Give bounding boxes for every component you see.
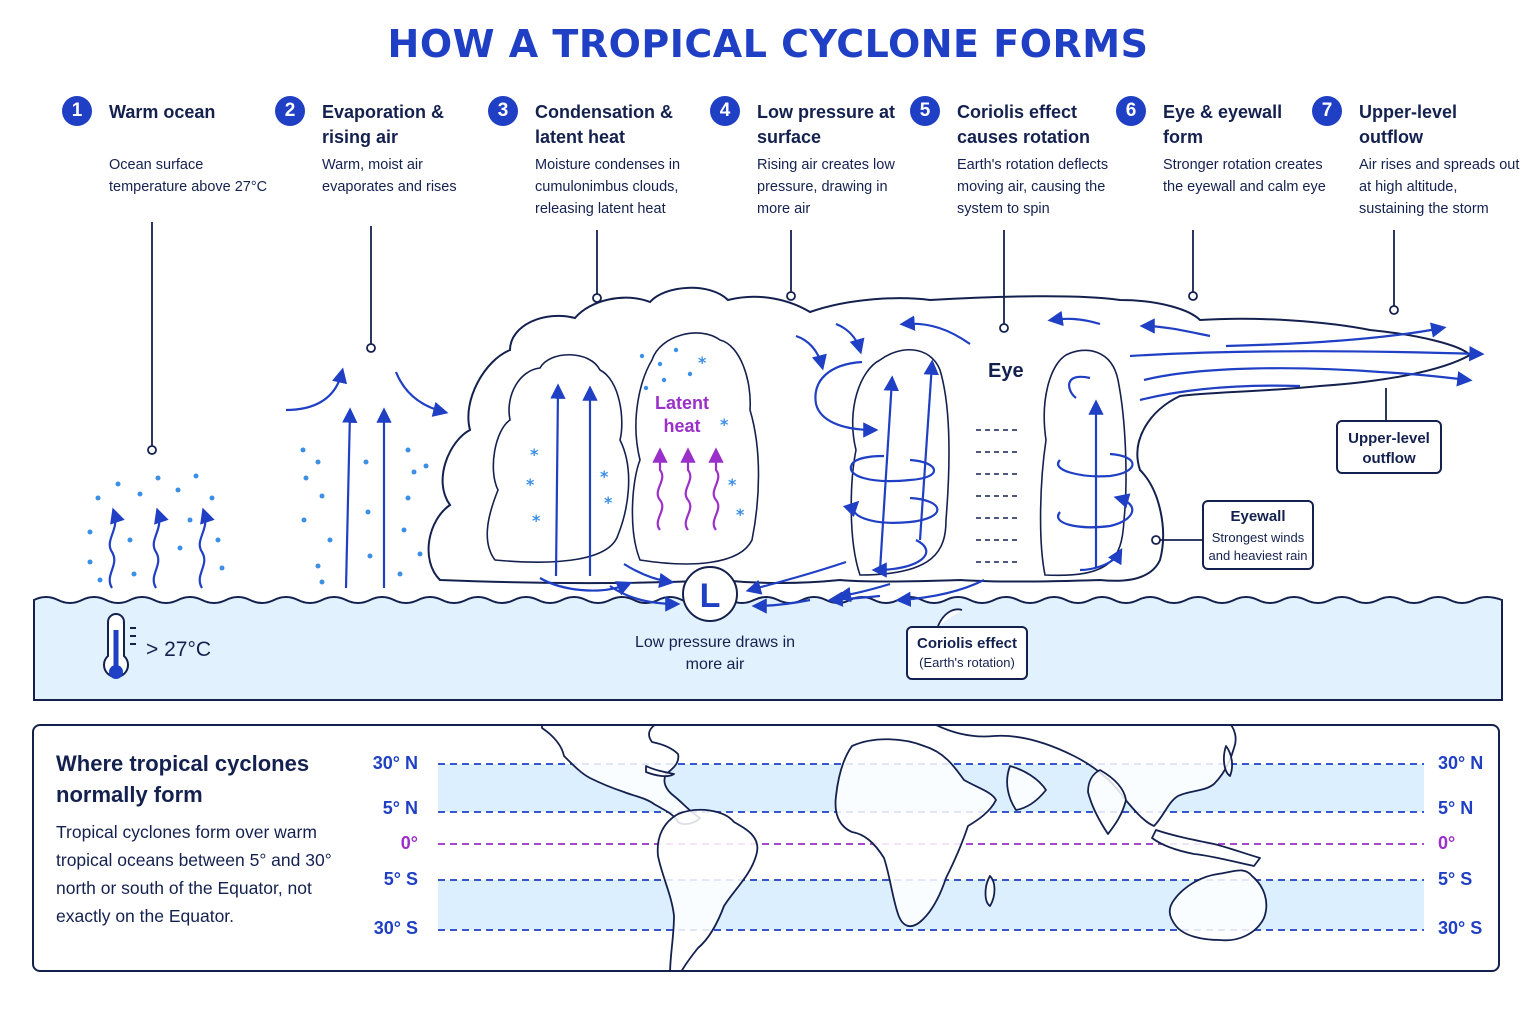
step-title: Upper-level outflow	[1359, 102, 1458, 147]
step-number-badge: 2	[275, 96, 305, 126]
step-title: Evaporation & rising air	[322, 102, 445, 147]
svg-text:*: *	[530, 445, 539, 464]
thermometer-icon	[103, 613, 136, 679]
lat-label-5n-right: 5° N	[1438, 798, 1474, 818]
callout-leaders	[937, 388, 1387, 627]
step-description: Stronger rotation creates the eyewall an…	[1163, 157, 1326, 195]
india-outline	[1087, 769, 1127, 835]
svg-text:*: *	[736, 505, 745, 524]
map-title: Where tropical cyclones normally form	[56, 751, 310, 807]
australia-outline	[1168, 869, 1268, 942]
ice-dots	[639, 347, 693, 391]
svg-text:*: *	[532, 511, 541, 530]
south-america-outline	[656, 808, 759, 970]
step-number-badge: 6	[1116, 96, 1146, 126]
rising-air-arrows	[285, 367, 449, 589]
lat-label-equator-left: 0°	[400, 833, 418, 853]
lat-label-5n-left: 5° N	[382, 798, 418, 818]
lat-label-30n-left: 30° N	[372, 753, 418, 773]
svg-text:*: *	[728, 475, 737, 494]
lat-label-30n-right: 30° N	[1438, 753, 1484, 773]
water-droplets	[87, 473, 225, 583]
coriolis-callout-text: (Earth's rotation)	[919, 655, 1015, 670]
ocean-water	[33, 596, 1503, 701]
latent-heat-label: Latent heat	[655, 393, 709, 436]
outflow-arrows	[1129, 318, 1485, 402]
lat-label-30s-right: 30° S	[1438, 918, 1483, 938]
page-title: HOW A TROPICAL CYCLONE FORMS	[387, 22, 1149, 66]
step-description: Rising air creates low pressure, drawing…	[757, 157, 895, 217]
low-pressure-caption: Low pressure draws in more air	[634, 634, 796, 673]
coriolis-callout: Coriolis effect (Earth's rotation)	[906, 626, 1028, 680]
step-title: Coriolis effect causes rotation	[957, 102, 1091, 147]
caribbean-outline	[645, 765, 675, 778]
evaporation-arrows	[108, 507, 215, 589]
cloud-tower-left	[486, 353, 630, 563]
snowflakes: * * * * * * * * *	[526, 353, 745, 530]
lat-label-equator-right: 0°	[1438, 833, 1456, 853]
step-number-badge: 1	[62, 96, 92, 126]
step-description: Air rises and spreads out at high altitu…	[1359, 157, 1520, 217]
cyclone-diagram: * * * * * * * * * L	[33, 222, 1503, 701]
lat-label-30s-left: 30° S	[373, 918, 418, 938]
arabia-outline	[1006, 765, 1047, 811]
eye-label: Eye	[988, 360, 1024, 382]
lat-label-5s-left: 5° S	[383, 869, 418, 889]
madagascar-outline	[984, 875, 996, 907]
step-number-badge: 4	[710, 96, 740, 126]
eyewall-cloud-right	[1039, 349, 1127, 577]
svg-text:*: *	[720, 415, 729, 434]
cloud-tower-center	[631, 332, 760, 565]
step-title: Warm ocean	[109, 102, 216, 122]
eyewall-callout-title: Eyewall	[1230, 508, 1286, 525]
coriolis-callout-title: Coriolis effect	[916, 635, 1018, 652]
step-description: Warm, moist air evaporates and rises	[322, 157, 457, 195]
latent-heat-arrows	[652, 447, 724, 531]
step-title: Low pressure at surface	[757, 102, 896, 147]
step-number-badge: 7	[1312, 96, 1342, 126]
indonesia-outline	[1151, 829, 1261, 867]
svg-text:*: *	[604, 493, 613, 512]
outflow-callout-title: Upper-level outflow	[1348, 430, 1430, 467]
svg-text:*: *	[698, 353, 707, 372]
step-title: Condensation & latent heat	[535, 102, 673, 147]
japan-outline	[1223, 745, 1233, 777]
eyewall-callout: Eyewall Strongest winds and heaviest rai…	[1202, 500, 1314, 570]
pointer-lines	[147, 222, 1399, 455]
step-number-badge: 5	[910, 96, 940, 126]
eye-calm-lines	[976, 429, 1020, 563]
outflow-callout: Upper-level outflow	[1336, 420, 1442, 474]
updraft-arrows	[550, 383, 598, 577]
step-description: Earth's rotation deflects moving air, ca…	[957, 157, 1109, 217]
inflow-arrows	[539, 560, 985, 614]
svg-text:*: *	[526, 475, 535, 494]
formation-map-panel: Where tropical cyclones normally form Tr…	[32, 724, 1500, 972]
temperature-label: > 27°C	[146, 638, 212, 661]
moisture-dots	[300, 447, 429, 585]
map-description: Tropical cyclones form over warm tropica…	[56, 822, 332, 926]
step-number-badge: 3	[488, 96, 518, 126]
step-description: Moisture condenses in cumulonimbus cloud…	[535, 157, 681, 217]
svg-text:*: *	[600, 467, 609, 486]
world-map	[438, 726, 1424, 970]
low-pressure-marker	[682, 566, 738, 622]
rotation-arrows	[795, 310, 1134, 578]
africa-outline	[834, 738, 997, 928]
eyewall-callout-text: Strongest winds and heaviest rain	[1208, 530, 1308, 563]
step-description: Ocean surface temperature above 27°C	[109, 157, 268, 195]
lat-label-5s-right: 5° S	[1438, 869, 1473, 889]
low-pressure-symbol: L	[700, 577, 721, 615]
eyewall-cloud-left	[850, 349, 950, 576]
step-title: Eye & eyewall form	[1163, 102, 1283, 147]
